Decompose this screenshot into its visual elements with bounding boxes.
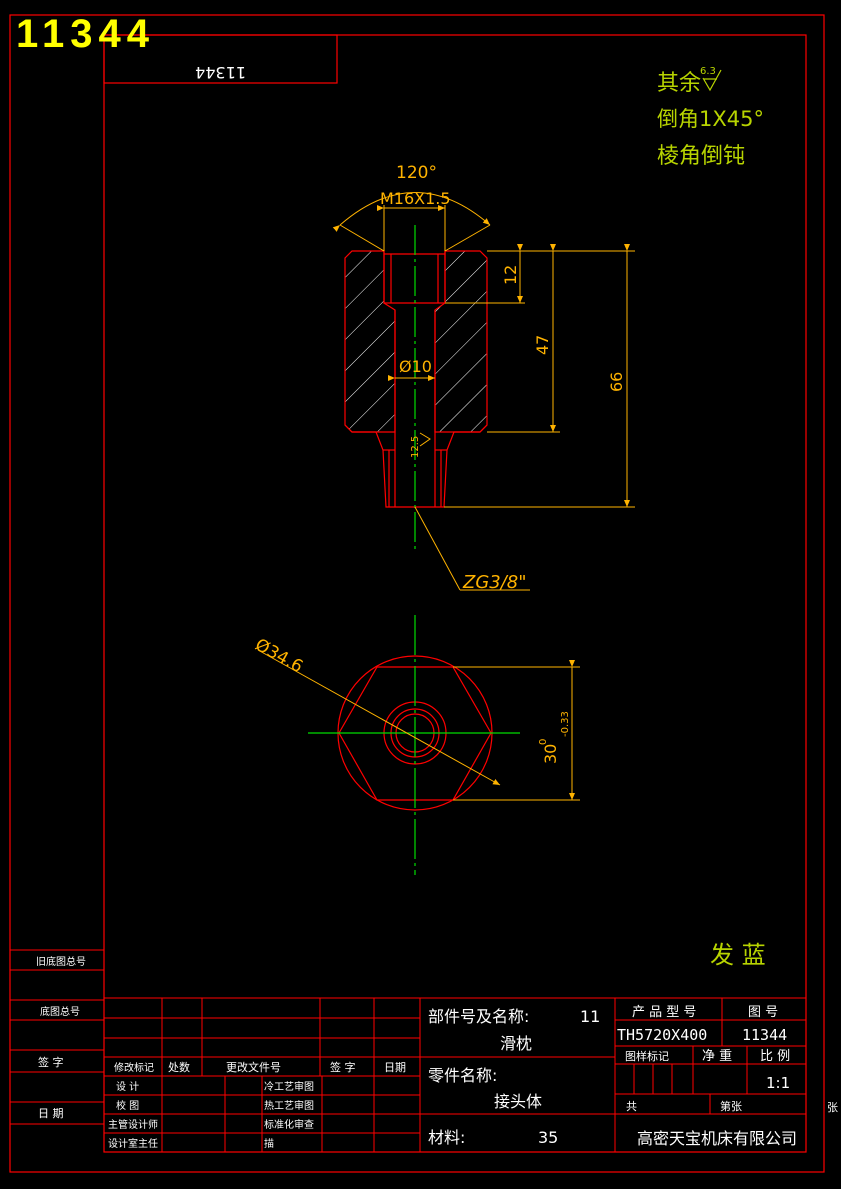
material-label: 材料:	[428, 1128, 465, 1147]
part-name: 接头体	[494, 1092, 542, 1111]
rev-header-date: 日期	[384, 1061, 406, 1074]
rev-header-file: 更改文件号	[226, 1060, 281, 1074]
section-view	[344, 225, 488, 552]
assembly-label: 部件号及名称:	[428, 1007, 529, 1026]
base-drawing-no-label: 底图总号	[40, 1005, 80, 1018]
title-block-text: 产 品 型 号 图 号 TH5720X400 11344 图样标记 净 重 比 …	[617, 1005, 838, 1148]
material-value: 35	[538, 1128, 558, 1147]
hex-flat-label: 30	[541, 744, 560, 764]
inner-roughness-symbol	[419, 432, 431, 447]
end-view	[308, 615, 520, 875]
finish-note: 发 蓝	[710, 941, 766, 969]
pipe-thread-label: ZG3/8"	[462, 572, 527, 593]
chamfer-note: 倒角1X45°	[657, 107, 764, 131]
end-view-dimensions	[257, 649, 580, 801]
drawing-no-label: 图 号	[748, 1005, 778, 1020]
notes-block: 其余 6.3 倒角1X45° 棱角倒钝	[657, 66, 764, 169]
date-label: 日 期	[38, 1107, 64, 1120]
title-block-grid	[103, 997, 807, 1153]
assembly-no: 11	[580, 1007, 600, 1026]
section-dimensions	[332, 192, 635, 591]
bore-dia-label: Ø10	[399, 357, 432, 376]
old-drawing-no-label: 旧底图总号	[36, 955, 86, 968]
depth-47-label: 47	[533, 335, 552, 355]
rev-header-count: 处数	[168, 1061, 190, 1074]
roughness-value: 6.3	[700, 66, 716, 77]
role-standard: 标准化审查	[264, 1118, 314, 1131]
roughness-note: 其余	[657, 71, 701, 96]
scale-value: 1:1	[766, 1074, 790, 1092]
role-chief: 主管设计师	[108, 1118, 158, 1131]
hex-corner-dia-label: Ø34.6	[252, 635, 307, 677]
drawing-mark-label: 图样标记	[625, 1049, 669, 1063]
role-design: 设 计	[116, 1080, 139, 1093]
part-label: 零件名称:	[428, 1066, 497, 1085]
company-name: 高密天宝机床有限公司	[637, 1129, 797, 1148]
role-director: 设计室主任	[108, 1137, 158, 1150]
mirrored-number: 11344	[195, 63, 246, 82]
hatched-wall-left	[344, 250, 396, 433]
scale-label: 比 例	[760, 1049, 790, 1064]
net-weight-label: 净 重	[702, 1048, 732, 1064]
edge-note: 棱角倒钝	[657, 144, 745, 169]
left-column-text: 旧底图总号 底图总号 签 字 日 期	[36, 955, 86, 1120]
revision-text: 修改标记 处数 更改文件号 签 字 日期 设 计 校 图 主管设计师 设计室主任…	[108, 1060, 406, 1150]
side-mark: 张	[827, 1101, 838, 1114]
hex-tol-upper: 0	[538, 739, 549, 745]
total-label: 共	[626, 1100, 637, 1113]
rev-header-sign: 签 字	[330, 1060, 356, 1074]
part-info: 部件号及名称: 11 滑枕 零件名称: 接头体 材料: 35	[428, 1007, 600, 1147]
rev-header-mark: 修改标记	[114, 1061, 154, 1074]
roughness-symbol	[702, 69, 722, 92]
length-66-label: 66	[607, 372, 626, 392]
drawing-number-large: 11344	[16, 12, 156, 56]
role-trace: 描	[264, 1137, 274, 1150]
assembly-name: 滑枕	[500, 1034, 532, 1053]
product-model: TH5720X400	[617, 1026, 707, 1044]
sheet-label: 第张	[720, 1099, 742, 1113]
hex-tol-lower: -0.33	[560, 711, 571, 737]
product-model-label: 产 品 型 号	[632, 1005, 696, 1020]
hatched-wall-right	[434, 250, 488, 433]
end-view-dimension-text: Ø34.6 30 0 -0.33	[252, 635, 571, 764]
drawing-no: 11344	[742, 1026, 787, 1044]
left-column	[10, 949, 104, 1125]
section-dimension-text: 120° M16X1.5 12 47 66 Ø10 12.5 ZG3/8"	[380, 163, 626, 593]
inner-roughness-label: 12.5	[410, 436, 421, 458]
role-hot: 热工艺审图	[264, 1099, 314, 1112]
role-check: 校 图	[116, 1099, 139, 1112]
angle-label: 120°	[396, 163, 437, 183]
role-cold: 冷工艺审图	[264, 1080, 314, 1093]
signature-label: 签 字	[38, 1055, 64, 1069]
thread-label: M16X1.5	[380, 189, 451, 208]
depth-12-label: 12	[501, 265, 520, 285]
